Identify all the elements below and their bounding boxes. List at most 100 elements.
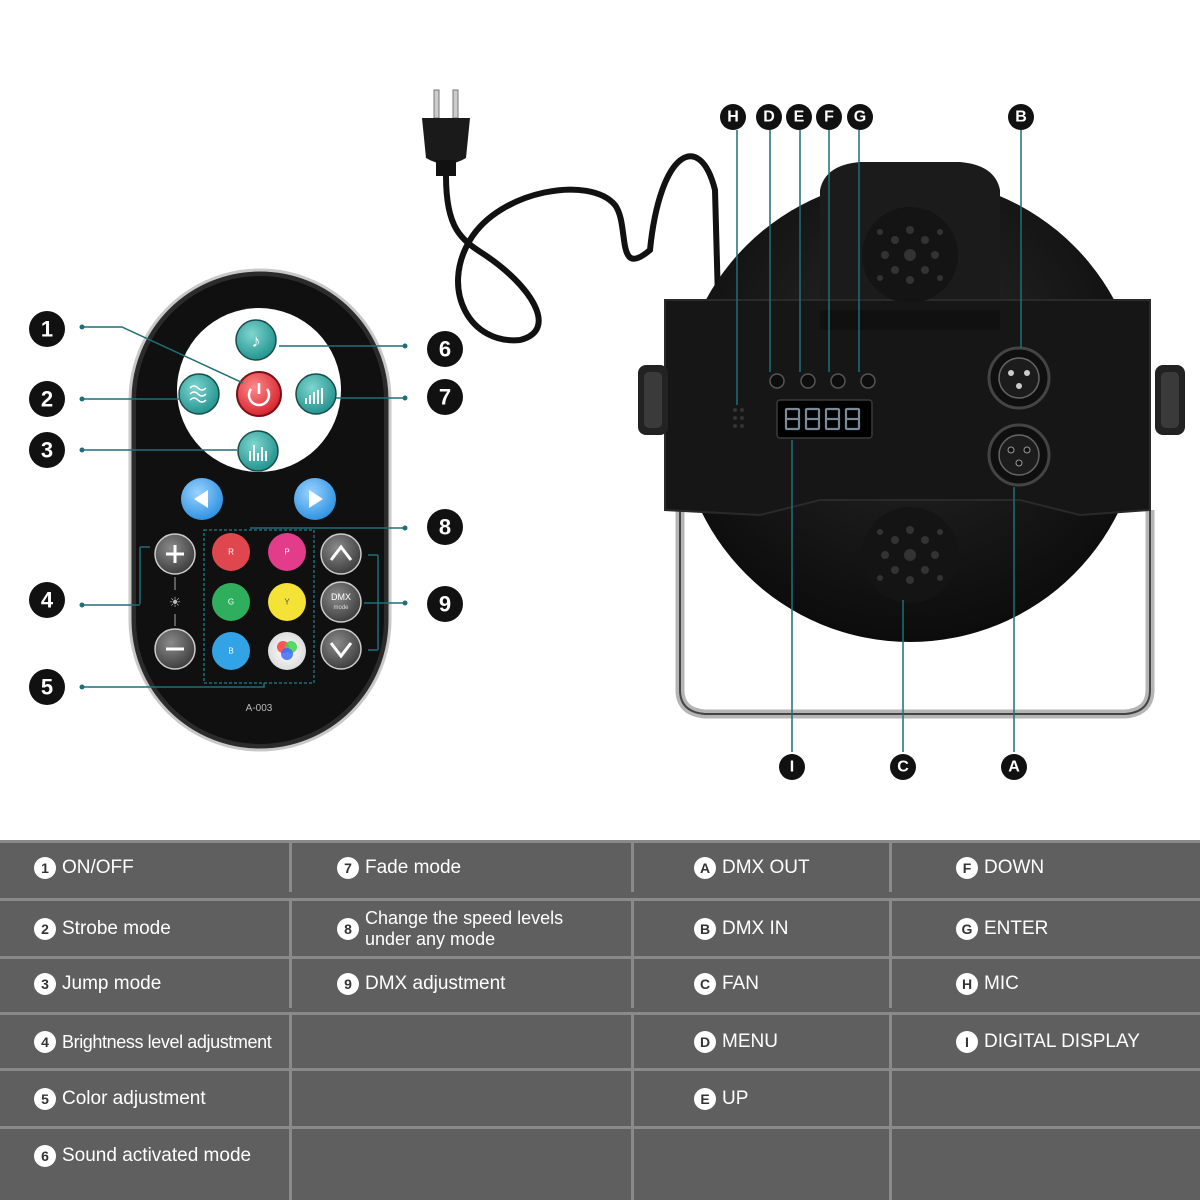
svg-text:I: I — [790, 759, 794, 776]
dmx-in-connector[interactable] — [987, 346, 1051, 410]
remote-guide-dots — [79, 324, 408, 690]
legend-cell: 3 Jump mode — [0, 959, 292, 1008]
menu-button[interactable] — [769, 373, 785, 389]
legend-text: DIGITAL DISPLAY — [984, 1030, 1140, 1052]
sound-mode-button[interactable]: ♪ — [235, 319, 277, 361]
jump-mode-button[interactable] — [237, 430, 279, 472]
svg-text:R: R — [228, 548, 234, 557]
callout-B: B — [1008, 104, 1034, 130]
power-cord — [443, 153, 721, 344]
legend-cell-empty — [892, 1129, 1200, 1200]
device-guide-lines — [736, 130, 1022, 752]
legend-badge: 1 — [34, 856, 56, 879]
legend-text: FAN — [722, 972, 759, 994]
svg-text:D: D — [763, 109, 775, 126]
svg-text:B: B — [228, 647, 233, 656]
callout-7: 7 — [427, 379, 463, 415]
brightness-down-button[interactable] — [154, 628, 196, 670]
legend-cell: I DIGITAL DISPLAY — [892, 1015, 1200, 1068]
legend-badge: I — [956, 1030, 978, 1053]
color-button-green[interactable]: G — [212, 583, 250, 621]
digital-display — [776, 399, 873, 439]
legend-text: Strobe mode — [62, 917, 171, 939]
callout-3: 3 — [29, 432, 65, 468]
svg-text:1: 1 — [41, 317, 53, 342]
legend-badge: 3 — [34, 972, 56, 995]
color-button-purple[interactable]: P — [268, 533, 306, 571]
callout-6: 6 — [427, 331, 463, 367]
strobe-mode-button[interactable] — [178, 373, 220, 415]
svg-text:F: F — [824, 109, 834, 126]
legend-badge: 5 — [34, 1087, 56, 1110]
legend-cell-empty — [292, 1071, 634, 1126]
callout-8: 8 — [427, 509, 463, 545]
callout-F: F — [816, 104, 842, 130]
svg-text:G: G — [854, 109, 866, 126]
color-button-blue[interactable]: B — [212, 632, 250, 670]
svg-text:2: 2 — [41, 387, 53, 412]
color-group-frame — [203, 529, 315, 684]
dmx-out-connector[interactable] — [987, 423, 1051, 487]
power-plug — [422, 89, 470, 176]
legend-badge: H — [956, 972, 978, 995]
legend-text: ENTER — [984, 917, 1049, 939]
color-button-red[interactable]: R — [212, 533, 250, 571]
brightness-sun-icon: ☀ — [169, 594, 182, 610]
legend-text: Jump mode — [62, 972, 162, 994]
legend-text: DMX adjustment — [365, 972, 506, 994]
dmx-mode-button[interactable]: DMX mode — [320, 581, 362, 623]
remote-guide-lines — [82, 326, 405, 688]
legend-badge: E — [694, 1087, 716, 1110]
callout-9: 9 — [427, 586, 463, 622]
legend-badge: 6 — [34, 1145, 56, 1167]
legend-cell: 2 Strobe mode — [0, 901, 292, 956]
callout-H: H — [720, 104, 746, 130]
down-button[interactable] — [830, 373, 846, 389]
legend-cell-empty — [634, 1129, 892, 1200]
legend-badge: 9 — [337, 972, 359, 995]
svg-text:9: 9 — [439, 592, 451, 617]
color-button-yellow[interactable]: Y — [268, 583, 306, 621]
color-button-rgb[interactable] — [268, 632, 306, 670]
legend-cell-empty — [892, 1071, 1200, 1126]
svg-text:6: 6 — [439, 337, 451, 362]
legend-cell: D MENU — [634, 1015, 892, 1068]
speed-left-button[interactable] — [181, 478, 223, 520]
legend-text: Fade mode — [365, 856, 462, 878]
dmx-up-button[interactable] — [320, 533, 362, 575]
callout-G: G — [847, 104, 873, 130]
callout-A: A — [1001, 754, 1027, 780]
legend-badge: D — [694, 1030, 716, 1053]
svg-text:A: A — [1008, 759, 1020, 776]
enter-button[interactable] — [860, 373, 876, 389]
legend-badge: 2 — [34, 917, 56, 940]
brightness-up-button[interactable] — [154, 533, 196, 575]
callout-E: E — [786, 104, 812, 130]
dmx-down-button[interactable] — [320, 628, 362, 670]
callout-D: D — [756, 104, 782, 130]
legend-text: MENU — [722, 1030, 778, 1052]
legend-badge: C — [694, 972, 716, 995]
legend-text: Color adjustment — [62, 1087, 206, 1109]
power-button[interactable] — [236, 371, 282, 417]
remote-control: ♪ ☀ — [128, 268, 392, 752]
speed-right-button[interactable] — [294, 478, 336, 520]
fade-mode-button[interactable] — [295, 373, 337, 415]
up-button[interactable] — [800, 373, 816, 389]
svg-text:8: 8 — [439, 515, 451, 540]
callout-2: 2 — [29, 381, 65, 417]
legend-badge: A — [694, 856, 716, 879]
svg-text:Y: Y — [284, 598, 290, 607]
legend-cell: 5 Color adjustment — [0, 1071, 292, 1126]
